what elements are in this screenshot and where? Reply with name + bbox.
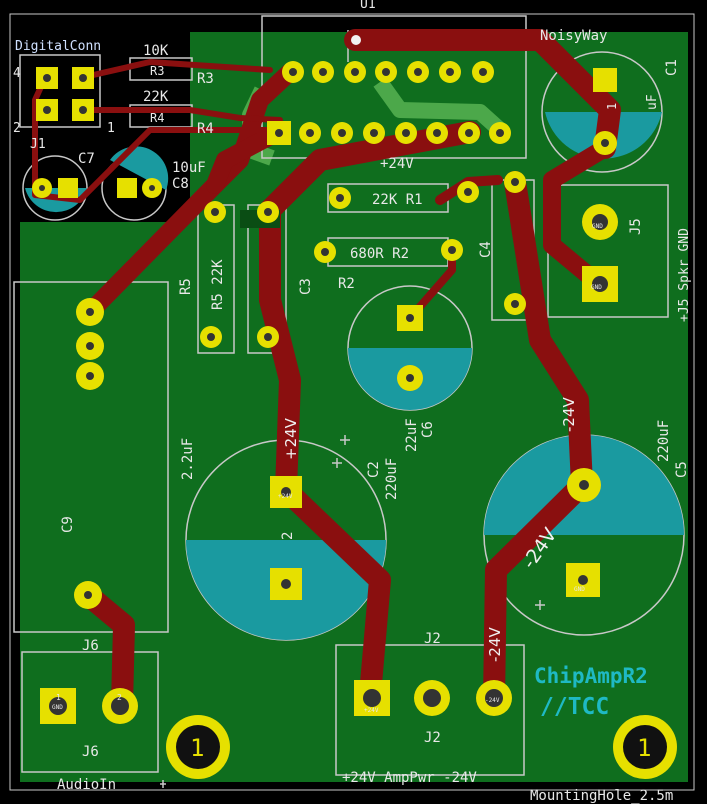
c1-pin1-label: 1 <box>605 103 619 110</box>
pad-label-gnd-j5b: GND <box>592 223 603 230</box>
c2-label: C2 <box>366 461 382 478</box>
pads <box>32 35 677 779</box>
trace-plus24v-label: +24V <box>282 417 300 460</box>
trace-digital-3 <box>77 59 273 81</box>
r2-ref: R2 <box>338 276 355 292</box>
tcc-label: //TCC <box>540 694 609 720</box>
c1-uf-label: uF <box>645 94 660 110</box>
c8-value: 10uF <box>172 160 206 176</box>
trace-minus24v-label-a: -24V <box>560 397 578 432</box>
r1-label: 22K R1 <box>372 192 423 208</box>
noisyway-label: NoisyWay <box>540 28 607 44</box>
c2-value: 220uF <box>384 458 400 500</box>
audioin-label: AudioIn <box>57 777 116 793</box>
c8-label: C8 <box>172 176 189 192</box>
c7-label: C7 <box>78 151 95 167</box>
c1-label: C1 <box>664 59 680 76</box>
j1-pads <box>36 67 94 121</box>
j2-label: J2 <box>424 631 441 647</box>
r2-label: 680R R2 <box>350 246 409 262</box>
trace-minus24v-label-c: -24V <box>486 627 504 662</box>
j1-pin1-label: 1 <box>107 121 115 136</box>
u1-pins-row2 <box>267 121 511 145</box>
c6-pads <box>397 305 423 391</box>
j1-label: J1 <box>30 137 46 152</box>
c3-label: C3 <box>298 278 314 295</box>
j1-outline <box>19 54 101 128</box>
j5-pads <box>582 204 618 302</box>
pad-label-gnd-j5: GND <box>591 284 602 291</box>
c1-pad-1 <box>593 68 617 92</box>
j5-spkr-label: +J5 Spkr GND <box>677 228 692 322</box>
trace-minus24v <box>483 171 593 711</box>
pad-label-j6-1: 1 <box>56 693 61 702</box>
r1-r2-pads <box>314 171 526 315</box>
trace-plus24v <box>259 121 481 706</box>
chipamp-label: ChipAmpR2 <box>534 664 648 688</box>
c9-pads <box>74 298 104 609</box>
pad-label-p24-j2: +24V <box>364 707 379 714</box>
j6-outline <box>21 651 159 773</box>
mounting-holes <box>166 715 677 779</box>
pad-label-gnd-c5: GND <box>574 586 585 593</box>
r3-body-label: R3 <box>150 64 164 78</box>
r5-c3-pads <box>200 201 279 348</box>
c4-label: C4 <box>478 241 494 258</box>
small-cap-pads <box>32 178 162 198</box>
c5-value: 220uF <box>656 420 672 462</box>
c2-pin-label: 2 <box>280 532 296 540</box>
c9-outline <box>13 281 169 633</box>
c2-c5-pads <box>270 468 601 600</box>
board-outline <box>9 13 695 791</box>
r5-ref: R5 <box>178 278 194 295</box>
polarity-plus-marks <box>160 435 545 788</box>
r3-value: 10K <box>143 43 169 59</box>
u1-label: U1 <box>360 0 376 12</box>
mh-left-number: 1 <box>190 734 204 762</box>
trace-audio-in <box>77 584 135 716</box>
pad-label-p24-c2: +24V <box>278 493 293 500</box>
digitalconn-label: DigitalConn <box>15 39 101 54</box>
pad-label-m24-j2: -24V <box>485 697 500 704</box>
j5-label: J5 <box>628 218 644 235</box>
c9-value: 2.2uF <box>180 438 196 480</box>
j2-bottom-label: J2 <box>424 730 441 746</box>
j1-pin2-label: 2 <box>13 121 21 136</box>
plus24v-top-label: +24V <box>380 156 414 172</box>
r3-ref: R3 <box>197 71 214 87</box>
c6-label: C6 <box>420 421 436 438</box>
mountinghole-label: MountingHole_2.5m <box>530 788 673 804</box>
via <box>351 35 361 45</box>
trace-c1-j5 <box>543 139 614 294</box>
pad-label-j6-2: 2 <box>117 693 122 702</box>
j2-pads <box>354 680 512 716</box>
j6-bottom-label: J6 <box>82 744 99 760</box>
r5-body-label: R5 22K <box>210 259 226 310</box>
amppwr-label: +24V AmpPwr -24V <box>342 770 477 786</box>
j6-pads <box>40 688 138 724</box>
j2-outline <box>335 644 525 776</box>
r4-ref: R4 <box>197 121 214 137</box>
trace-top-loop <box>344 29 621 159</box>
j1-pin4-label: 4 <box>13 66 21 81</box>
c6-uf-label: 22uF <box>404 418 420 452</box>
r4-body-label: R4 <box>150 111 164 125</box>
r4-value: 22K <box>143 89 169 105</box>
mh-right-number: 1 <box>637 734 651 762</box>
c9-label: C9 <box>60 516 76 533</box>
j6-label: J6 <box>82 638 99 654</box>
pad-label-gnd-j6: GND <box>52 704 63 711</box>
trace-u1-pin1 <box>206 123 287 194</box>
u1-pins-row1 <box>282 61 494 83</box>
trace-digital-1 <box>32 75 273 203</box>
trace-digital-2 <box>79 107 283 123</box>
c5-label: C5 <box>674 461 690 478</box>
